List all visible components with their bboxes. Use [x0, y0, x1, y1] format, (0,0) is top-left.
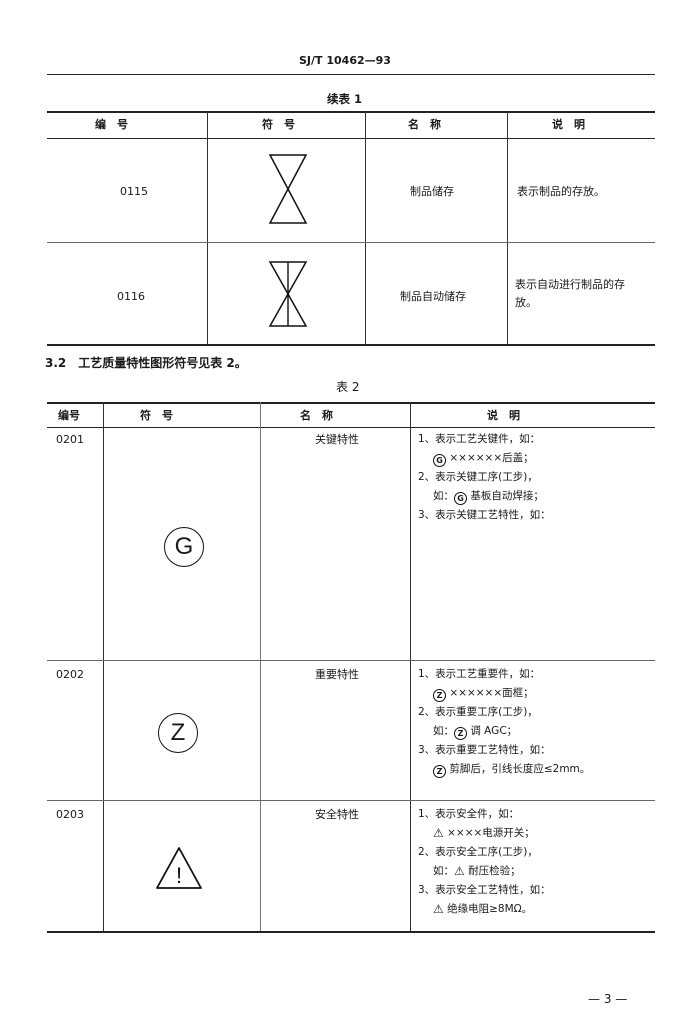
desc-line: 如：⚠ 耐压检验；: [418, 862, 650, 881]
desc-text: 剪脚后，引线长度应≤2mm。: [449, 763, 591, 775]
table2-header-desc: 说 明: [487, 409, 520, 422]
table1-row-rule: [47, 242, 655, 243]
important-mark-icon: Z: [433, 689, 446, 702]
table1-row-no: 0115: [120, 185, 148, 198]
safety-characteristic-symbol: !: [156, 847, 202, 889]
warning-triangle-icon: ⚠: [454, 864, 465, 878]
table1-header-name: 名 称: [408, 118, 441, 131]
table1-col-divider: [507, 111, 508, 344]
warning-triangle-icon: ⚠: [433, 826, 444, 840]
table1-header-no: 编 号: [95, 118, 128, 131]
table2-row-no: 0201: [56, 433, 84, 446]
desc-text: 如：: [433, 725, 454, 737]
table2-col-divider: [260, 402, 261, 932]
desc-line: 2、表示安全工序(工步)，: [418, 846, 538, 858]
table1-title: 续表 1: [327, 92, 363, 106]
desc-text: 如：: [433, 490, 454, 502]
important-mark-icon: Z: [454, 727, 467, 740]
key-mark-icon: G: [433, 454, 446, 467]
storage-symbol: [268, 154, 308, 224]
desc-text: ××××××面框；: [449, 687, 534, 699]
desc-text: 基板自动焊接；: [470, 490, 544, 502]
table1-row-desc: 表示制品的存放。: [517, 185, 605, 198]
safety-characteristic-mark: !: [176, 863, 182, 888]
table2-col-divider: [103, 402, 104, 932]
desc-line: 如：Z 调 AGC；: [418, 722, 650, 741]
desc-text: 耐压检验；: [468, 865, 521, 877]
key-mark-icon: G: [454, 492, 467, 505]
table2-row-no: 0202: [56, 668, 84, 681]
table1-header-rule: [47, 138, 655, 139]
desc-line: Z ××××××面框；: [418, 684, 650, 703]
desc-text: ××××电源开关；: [447, 827, 535, 839]
desc-text: 如：: [433, 865, 454, 877]
table2-header-name: 名 称: [300, 409, 333, 422]
desc-line: Z 剪脚后，引线长度应≤2mm。: [418, 760, 650, 779]
table1-header-symbol: 符 号: [262, 118, 295, 131]
table2-row-name: 关键特性: [315, 433, 359, 446]
table1-top-rule: [47, 111, 655, 113]
desc-line: 3、表示安全工艺特性，如：: [418, 884, 551, 896]
important-mark-icon: Z: [433, 765, 446, 778]
table1-header-desc: 说 明: [552, 118, 585, 131]
key-characteristic-symbol: G: [164, 527, 204, 567]
table2-header-rule: [47, 427, 655, 428]
key-characteristic-letter: G: [174, 533, 194, 560]
desc-line: 如：G 基板自动焊接；: [418, 487, 650, 506]
table2-bottom-rule: [47, 931, 655, 933]
table2-header-symbol: 符 号: [140, 409, 173, 422]
table1-row-name: 制品自动储存: [400, 290, 466, 303]
table2-row-desc: 1、表示工艺关键件，如： G ××××××后盖； 2、表示关键工序(工步)， 如…: [418, 430, 650, 525]
desc-line: 2、表示关键工序(工步)，: [418, 471, 538, 483]
desc-text: 调 AGC；: [470, 725, 518, 737]
desc-line: 3、表示关键工艺特性，如：: [418, 509, 551, 521]
document-code: SJ/T 10462—93: [299, 54, 391, 67]
desc-line: 1、表示工艺重要件，如：: [418, 668, 541, 680]
warning-triangle-icon: ⚠: [433, 902, 444, 916]
table2-row-name: 安全特性: [315, 808, 359, 821]
desc-line: 1、表示工艺关键件，如：: [418, 433, 541, 445]
table1-bottom-rule: [47, 344, 655, 346]
table2-row-no: 0203: [56, 808, 84, 821]
section-heading: 3.2 工艺质量特性图形符号见表 2。: [45, 356, 247, 370]
page-number: — 3 —: [588, 992, 628, 1006]
table2-row-desc: 1、表示工艺重要件，如： Z ××××××面框； 2、表示重要工序(工步)， 如…: [418, 665, 650, 779]
desc-text: 绝缘电阻≥8MΩ。: [447, 903, 533, 915]
table2-title: 表 2: [336, 380, 360, 394]
table2-top-rule: [47, 402, 655, 404]
auto-storage-symbol: [268, 261, 308, 327]
table1-row-no: 0116: [117, 290, 145, 303]
important-characteristic-symbol: Z: [158, 713, 198, 753]
desc-line: 3、表示重要工艺特性，如：: [418, 744, 551, 756]
table1-col-divider: [207, 111, 208, 344]
header-rule: [47, 74, 655, 75]
table2-row-rule: [47, 800, 655, 801]
important-characteristic-letter: Z: [170, 719, 186, 746]
table2-row-rule: [47, 660, 655, 661]
table1-col-divider: [365, 111, 366, 344]
table2-row-name: 重要特性: [315, 668, 359, 681]
table1-row-name: 制品储存: [410, 185, 454, 198]
table1-row-desc: 表示自动进行制品的存放。: [515, 278, 625, 309]
table2-row-desc: 1、表示安全件，如： ⚠ ××××电源开关； 2、表示安全工序(工步)， 如：⚠…: [418, 805, 650, 919]
desc-line: 2、表示重要工序(工步)，: [418, 706, 538, 718]
desc-line: 1、表示安全件，如：: [418, 808, 520, 820]
table2-col-divider: [410, 402, 411, 932]
table2-header-no: 编号: [58, 409, 80, 422]
desc-line: ⚠ ××××电源开关；: [418, 824, 650, 843]
desc-text: ××××××后盖；: [449, 452, 534, 464]
desc-line: G ××××××后盖；: [418, 449, 650, 468]
desc-line: ⚠ 绝缘电阻≥8MΩ。: [418, 900, 650, 919]
